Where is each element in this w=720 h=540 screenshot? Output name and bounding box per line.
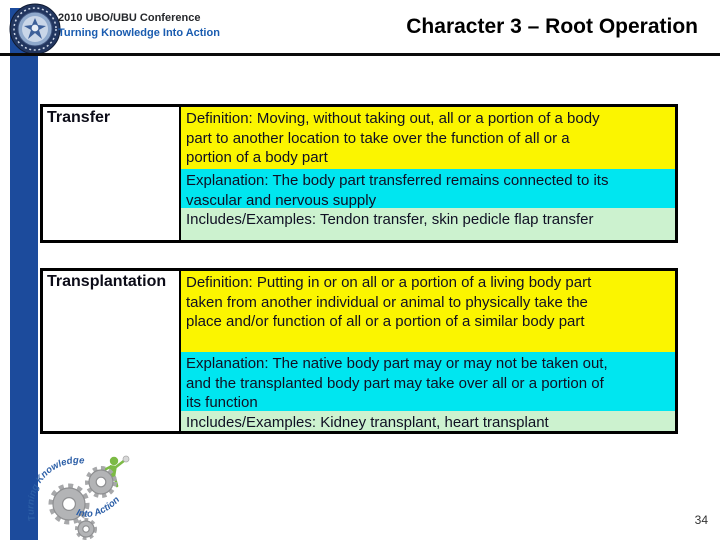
term-label-transplantation: Transplantation (43, 271, 181, 431)
header-text-block: 2010 UBO/UBU Conference Turning Knowledg… (58, 12, 220, 39)
transfer-table: Transfer Definition: Moving, without tak… (40, 104, 678, 243)
conference-seal-icon (9, 3, 61, 55)
gear-large-icon (48, 483, 90, 525)
page-number: 34 (694, 513, 708, 527)
transplantation-includes-examples: Includes/Examples: Kidney transplant, he… (181, 411, 675, 431)
transfer-explanation: Explanation: The body part transferred r… (181, 169, 675, 208)
gears-logo-icon: Turning Knowledge Into Action (28, 455, 130, 540)
term-label-transfer: Transfer (43, 107, 181, 240)
header-divider (0, 53, 720, 56)
conference-name: 2010 UBO/UBU Conference (58, 12, 201, 24)
transplantation-definition: Definition: Putting in or on all or a po… (181, 271, 675, 352)
conference-tagline: Turning Knowledge Into Action (58, 27, 220, 39)
transplantation-rows: Definition: Putting in or on all or a po… (181, 271, 675, 431)
left-accent-bar (10, 8, 38, 540)
transfer-includes-examples: Includes/Examples: Tendon transfer, skin… (181, 208, 675, 240)
transfer-definition: Definition: Moving, without taking out, … (181, 107, 675, 169)
gear-small-icon (75, 518, 97, 540)
transfer-rows: Definition: Moving, without taking out, … (181, 107, 675, 240)
page-title: Character 3 – Root Operation (406, 15, 698, 38)
transplantation-table: Transplantation Definition: Putting in o… (40, 268, 678, 434)
transplantation-explanation: Explanation: The native body part may or… (181, 352, 675, 411)
gear-medium-icon (85, 466, 117, 498)
